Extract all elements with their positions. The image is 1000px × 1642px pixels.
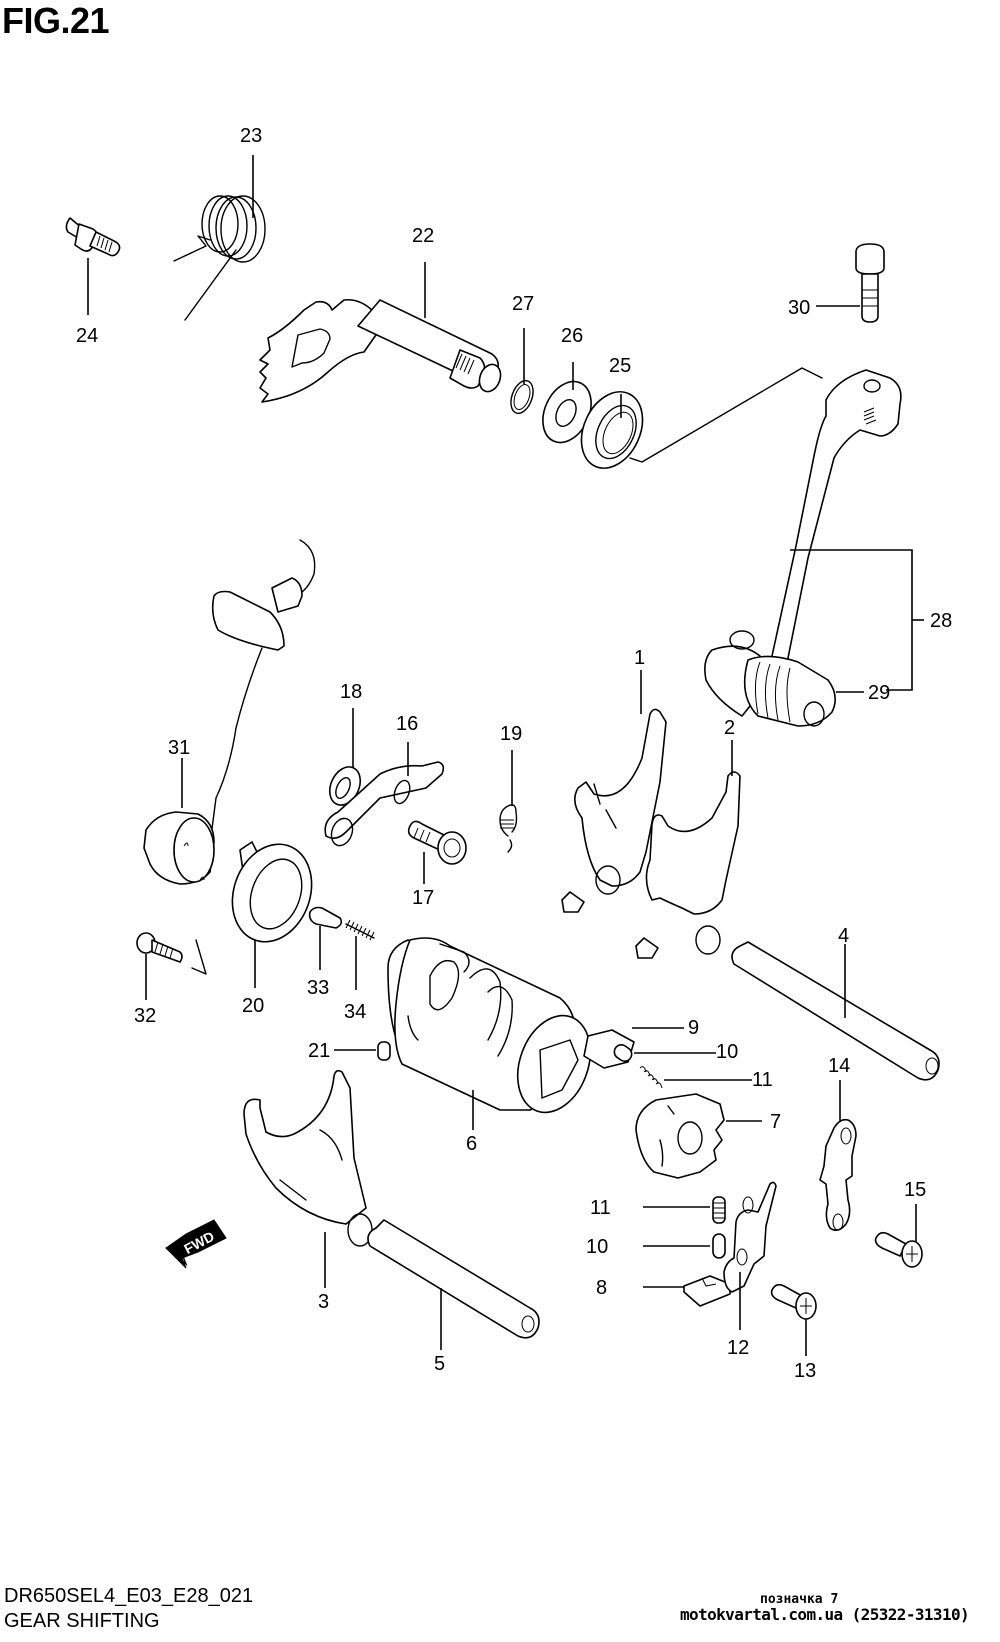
part-28-shift-lever[interactable] xyxy=(704,369,902,727)
part-19-stopper-spring[interactable] xyxy=(499,804,518,853)
callout-20[interactable]: 20 xyxy=(242,995,264,1017)
callout-1[interactable]: 1 xyxy=(634,647,645,669)
callout-9[interactable]: 9 xyxy=(688,1017,699,1039)
callout-24[interactable]: 24 xyxy=(76,325,98,347)
part-10-pin-upper[interactable] xyxy=(612,1042,635,1064)
callout-15[interactable]: 15 xyxy=(904,1179,926,1201)
callout-25[interactable]: 25 xyxy=(609,355,631,377)
watermark-label: позначка 7 xyxy=(760,1592,839,1607)
callout-32[interactable]: 32 xyxy=(134,1005,156,1027)
callout-13[interactable]: 13 xyxy=(794,1360,816,1382)
callout-34[interactable]: 34 xyxy=(344,1001,366,1023)
part-14-cam-stopper-plate[interactable] xyxy=(819,1118,857,1232)
part-20-cam-stopper[interactable] xyxy=(219,833,325,953)
part-15-screw[interactable] xyxy=(874,1231,923,1268)
callout-31[interactable]: 31 xyxy=(168,737,190,759)
part-32-bolt[interactable] xyxy=(136,932,183,963)
callout-26[interactable]: 26 xyxy=(561,325,583,347)
callout-23[interactable]: 23 xyxy=(240,125,262,147)
part-30-bolt[interactable] xyxy=(855,243,885,323)
callout-6[interactable]: 6 xyxy=(466,1133,477,1155)
part-7-cam-driven-gear[interactable] xyxy=(635,1093,725,1179)
callout-14[interactable]: 14 xyxy=(828,1055,850,1077)
part-31-gear-position-switch[interactable] xyxy=(143,539,316,975)
callout-11-lower[interactable]: 11 xyxy=(590,1197,611,1219)
callout-27[interactable]: 27 xyxy=(512,293,534,315)
watermark-source: motokvartal.com.ua (25322-31310) xyxy=(680,1605,970,1624)
callout-10-lower[interactable]: 10 xyxy=(586,1236,608,1258)
part-11-spring-lower[interactable] xyxy=(712,1196,726,1224)
part-4-fork-shaft[interactable] xyxy=(731,941,940,1081)
part-25-oil-seal[interactable] xyxy=(570,367,823,478)
part-24-bolt[interactable] xyxy=(65,217,121,257)
part-3-shift-fork[interactable] xyxy=(243,1069,373,1247)
part-1-shift-fork[interactable] xyxy=(561,708,667,913)
part-33-switch-pin[interactable] xyxy=(308,906,343,929)
callout-28[interactable]: 28 xyxy=(930,610,952,632)
callout-17[interactable]: 17 xyxy=(412,887,434,909)
callout-5[interactable]: 5 xyxy=(434,1353,445,1375)
part-17-bolt[interactable] xyxy=(407,820,467,865)
part-5-fork-shaft[interactable] xyxy=(367,1219,540,1339)
model-code: DR650SEL4_E03_E28_021 xyxy=(4,1585,254,1607)
callout-8[interactable]: 8 xyxy=(596,1277,607,1299)
part-10-pin-lower[interactable] xyxy=(712,1233,726,1259)
part-2-shift-fork[interactable] xyxy=(635,771,741,959)
part-22-shift-shaft[interactable] xyxy=(259,298,504,403)
callout-18[interactable]: 18 xyxy=(340,681,362,703)
part-6-gear-shift-cam[interactable] xyxy=(387,937,603,1123)
part-11-spring-upper[interactable] xyxy=(639,1066,663,1089)
part-13-screw[interactable] xyxy=(770,1283,817,1320)
callout-19[interactable]: 19 xyxy=(500,723,522,745)
part-12-pawl-guide[interactable] xyxy=(723,1181,777,1293)
fwd-arrow-icon: FWD xyxy=(165,1219,227,1269)
part-23-return-spring[interactable] xyxy=(173,195,266,321)
callout-2[interactable]: 2 xyxy=(724,717,735,739)
section-name: GEAR SHIFTING xyxy=(4,1610,160,1632)
callout-33[interactable]: 33 xyxy=(307,977,329,999)
part-16-stopper-cam[interactable] xyxy=(324,761,445,849)
callout-29[interactable]: 29 xyxy=(868,682,890,704)
callout-12[interactable]: 12 xyxy=(727,1337,749,1359)
callout-16[interactable]: 16 xyxy=(396,713,418,735)
callout-30[interactable]: 30 xyxy=(788,297,810,319)
callout-3[interactable]: 3 xyxy=(318,1291,329,1313)
part-34-spring[interactable] xyxy=(345,919,375,941)
callout-11-upper[interactable]: 11 xyxy=(752,1069,773,1091)
part-8-pawl[interactable] xyxy=(683,1275,731,1307)
figure-title: FIG.21 xyxy=(2,0,110,41)
callout-4[interactable]: 4 xyxy=(838,925,849,947)
callout-22[interactable]: 22 xyxy=(412,225,434,247)
callout-7[interactable]: 7 xyxy=(770,1111,781,1133)
part-21-pin[interactable] xyxy=(377,1041,391,1061)
part-27-circlip[interactable] xyxy=(507,378,537,417)
callout-10-upper[interactable]: 10 xyxy=(716,1041,738,1063)
callout-21[interactable]: 21 xyxy=(308,1040,330,1062)
